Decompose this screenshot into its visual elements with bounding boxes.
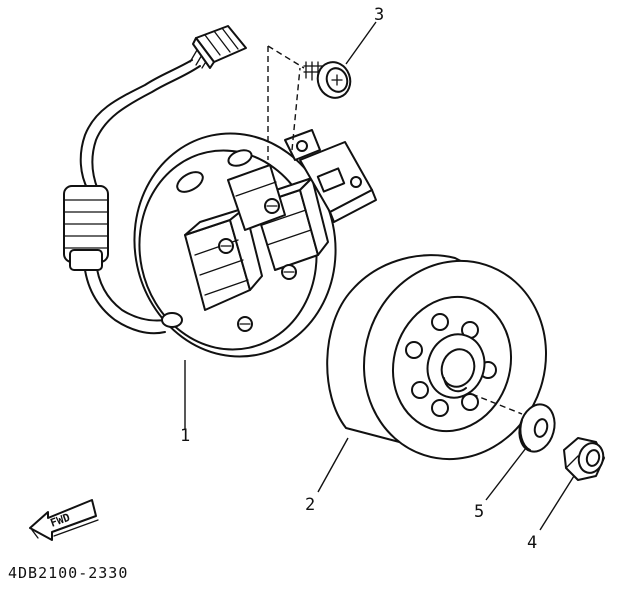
screw-part [303,61,352,99]
rubber-grommet [63,185,109,271]
fwd-direction-arrow: FWD [29,499,99,541]
assembly-lines [184,21,575,531]
wire-connector [192,25,247,69]
catalog-code: 4DB2100-2330 [8,564,128,582]
part-number-label-4: 4 [527,533,537,553]
wire-harness [79,44,213,335]
washer-part [518,403,556,453]
stator-assembly [133,129,377,358]
part-number-label-3: 3 [374,5,384,25]
part-number-label-1: 1 [180,426,190,446]
flywheel-rotor [326,254,548,461]
part-number-label-5: 5 [474,502,484,522]
part-number-label-2: 2 [305,495,315,515]
nut-part [563,437,605,481]
